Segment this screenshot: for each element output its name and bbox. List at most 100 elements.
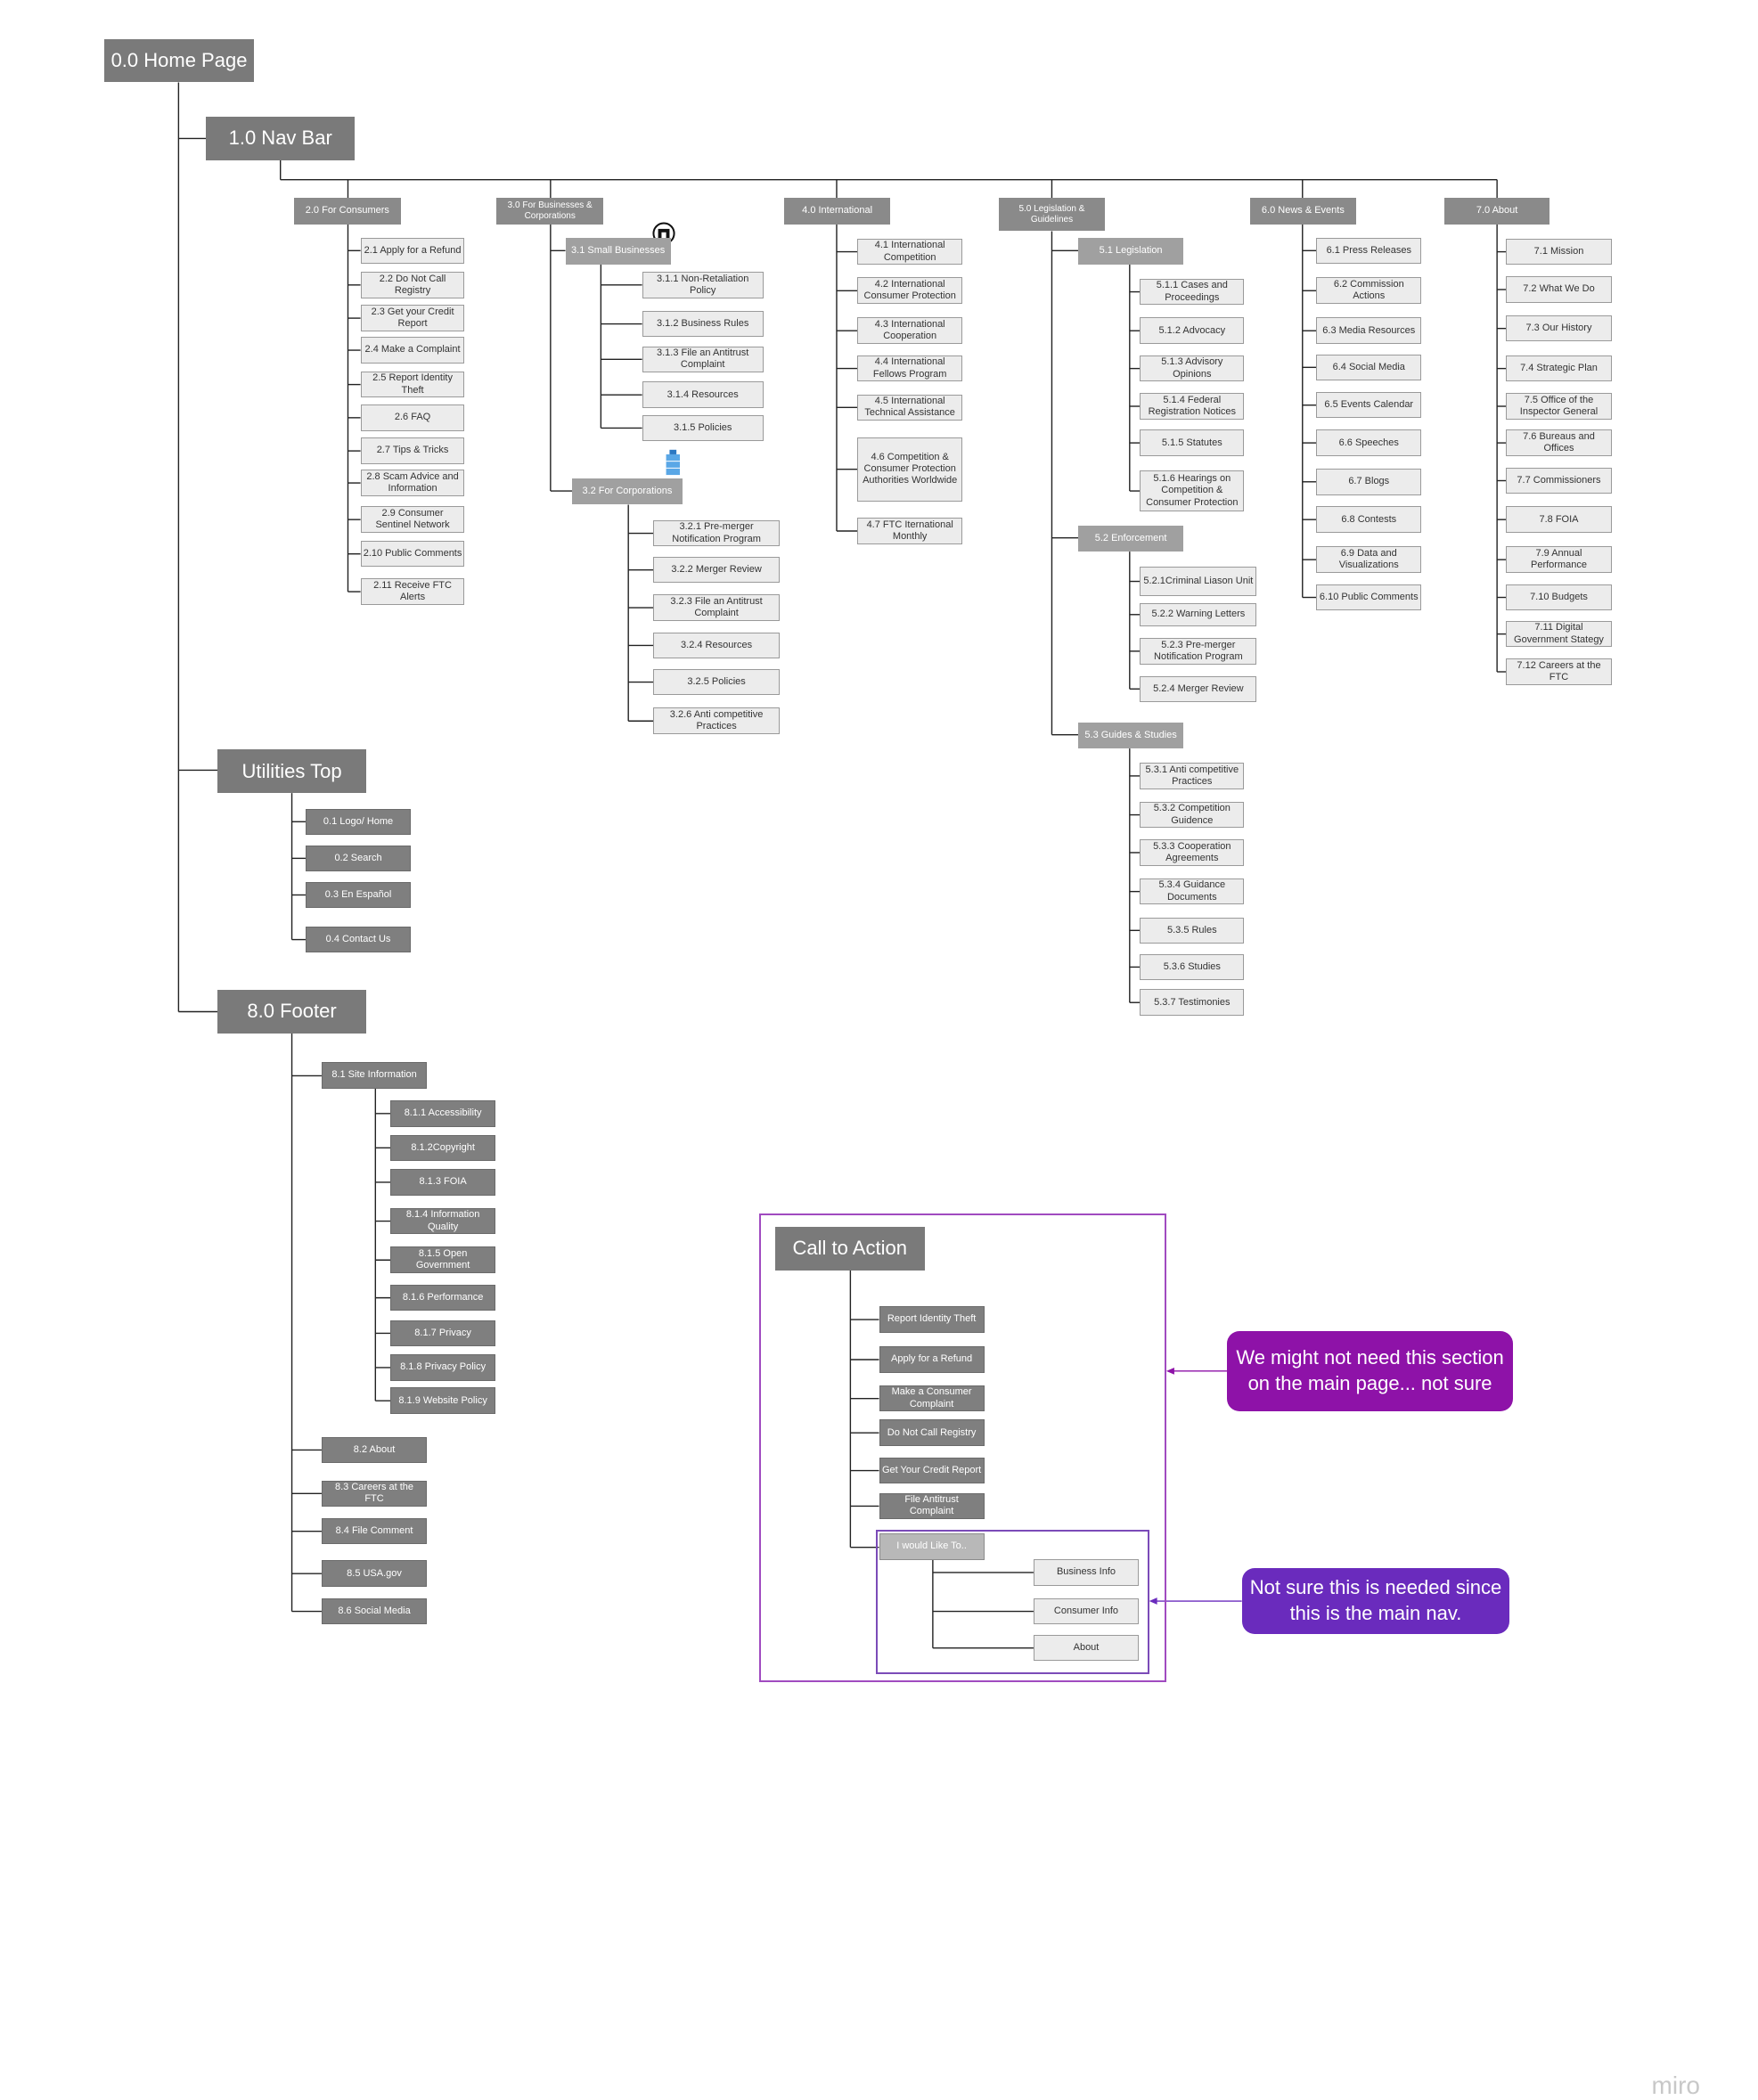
- site-info-item: 8.1.4 Information Quality: [390, 1207, 496, 1235]
- about-item-label: 7.9 Annual Performance: [1531, 547, 1587, 571]
- legislation-item: 5.1.1 Cases and Proceedings: [1140, 278, 1245, 306]
- comment-arrowhead: [1149, 1597, 1157, 1605]
- corporations-item-label: 3.2.6 Anti competitive Practices: [669, 709, 764, 732]
- cta-node: Call to Action: [774, 1226, 925, 1271]
- news-item: 6.8 Contests: [1316, 506, 1422, 533]
- category-legislation: 5.0 Legislation & Guidelines: [999, 198, 1105, 232]
- international-item-label: 4.2 International Consumer Protection: [863, 279, 956, 302]
- office-building-icon: [666, 449, 680, 476]
- utilities-item: 0.4 Contact Us: [305, 926, 412, 953]
- category-international: 4.0 International: [783, 198, 891, 225]
- utilities-node: Utilities Top: [217, 749, 367, 794]
- site-info-item-label: 8.1.5 Open Government: [415, 1248, 470, 1271]
- cta-item: Make a Consumer Complaint: [879, 1385, 985, 1412]
- comment-note-cta-text: We might not need this section on the ma…: [1236, 1346, 1504, 1394]
- subcategory-legislation: 5.1 Legislation: [1078, 238, 1184, 265]
- comment-note-cta: We might not need this section on the ma…: [1226, 1330, 1514, 1411]
- home-page-node: 0.0 Home Page: [103, 38, 255, 83]
- news-item-label: 6.9 Data and Visualizations: [1338, 547, 1399, 571]
- guides-item: 5.3.6 Studies: [1140, 953, 1245, 981]
- utilities-item: 0.1 Logo/ Home: [305, 808, 412, 836]
- about-item-label: 7.12 Careers at the FTC: [1517, 659, 1601, 682]
- enforcement-item-label: 5.2.1Criminal Liason Unit: [1143, 575, 1254, 586]
- small-business-item: 3.1.5 Policies: [642, 414, 764, 442]
- small-business-item-label: 3.1.3 File an Antitrust Complaint: [657, 347, 749, 371]
- about-item-label: 7.10 Budgets: [1530, 591, 1588, 602]
- connector-lines: [177, 82, 1507, 1649]
- small-business-item-label: 3.1.1 Non-Retaliation Policy: [657, 273, 749, 296]
- footer-item: 8.3 Careers at the FTC: [321, 1480, 428, 1508]
- subcategory-enforcement-label: 5.2 Enforcement: [1094, 532, 1167, 543]
- cta-item-label: Report Identity Theft: [887, 1313, 977, 1325]
- cta-item: Do Not Call Registry: [879, 1419, 985, 1446]
- legislation-item: 5.1.3 Advisory Opinions: [1140, 355, 1245, 382]
- news-item: 6.5 Events Calendar: [1316, 391, 1422, 419]
- consumers-item: 2.4 Make a Complaint: [360, 337, 465, 364]
- site-info-item-label: 8.1.6 Performance: [402, 1292, 484, 1303]
- site-info-item: 8.1.2Copyright: [390, 1134, 496, 1162]
- category-consumers: 2.0 For Consumers: [294, 198, 401, 225]
- news-item: 6.9 Data and Visualizations: [1316, 546, 1422, 573]
- news-item: 6.4 Social Media: [1316, 354, 1422, 381]
- international-item: 4.3 International Cooperation: [857, 317, 963, 344]
- guides-item-label: 5.3.4 Guidance Documents: [1158, 879, 1226, 903]
- category-international-label: 4.0 International: [802, 205, 873, 217]
- corporations-item-label: 3.2.1 Pre-merger Notification Program: [672, 521, 761, 544]
- site-info-item: 8.1.6 Performance: [390, 1284, 496, 1311]
- about-item: 7.12 Careers at the FTC: [1506, 658, 1612, 685]
- news-item-label: 6.6 Speeches: [1338, 437, 1399, 448]
- consumers-item: 2.11 Receive FTC Alerts: [360, 578, 465, 605]
- about-item-label: 7.1 Mission: [1533, 245, 1584, 257]
- news-item: 6.3 Media Resources: [1316, 317, 1422, 344]
- footer-item: 8.4 File Comment: [321, 1517, 428, 1545]
- corporations-item: 3.2.1 Pre-merger Notification Program: [653, 519, 780, 547]
- consumers-item-label: 2.1 Apply for a Refund: [364, 244, 462, 256]
- about-item: 7.6 Bureaus and Offices: [1506, 429, 1612, 456]
- small-business-item: 3.1.1 Non-Retaliation Policy: [642, 272, 764, 298]
- about-item: 7.7 Commissioners: [1506, 467, 1612, 494]
- news-item-label: 6.10 Public Comments: [1319, 591, 1419, 602]
- miro-watermark: miro: [1651, 2071, 1700, 2099]
- about-item: 7.1 Mission: [1506, 238, 1612, 266]
- cta-item: Apply for a Refund: [879, 1346, 985, 1373]
- site-info-item: 8.1.5 Open Government: [390, 1246, 496, 1273]
- site-info-item: 8.1.7 Privacy: [390, 1320, 496, 1347]
- site-info-item: 8.1.9 Website Policy: [390, 1387, 496, 1414]
- enforcement-item: 5.2.4 Merger Review: [1140, 675, 1257, 703]
- cta-item-label: Apply for a Refund: [891, 1353, 973, 1365]
- cta-item: File Antitrust Complaint: [879, 1492, 985, 1520]
- site-info-item-label: 8.1.1 Accessibility: [404, 1107, 482, 1119]
- about-item: 7.8 FOIA: [1506, 506, 1612, 533]
- utilities-item-label: 0.3 En Español: [324, 888, 392, 900]
- footer-item-label: 8.5 USA.gov: [347, 1567, 402, 1579]
- footer-item: 8.6 Social Media: [321, 1597, 428, 1625]
- footer-node-label: 8.0 Footer: [247, 1000, 337, 1023]
- enforcement-item-label: 5.2.4 Merger Review: [1153, 682, 1244, 694]
- guides-item: 5.3.2 Competition Guidence: [1140, 801, 1245, 829]
- comment-arrowhead: [1165, 1367, 1174, 1375]
- subcategory-corporations-label: 3.2 For Corporations: [582, 486, 673, 497]
- footer-item-label: 8.3 Careers at the FTC: [334, 1482, 414, 1505]
- footer-item-label: 8.4 File Comment: [335, 1525, 413, 1537]
- small-business-item-label: 3.1.5 Policies: [673, 421, 732, 433]
- consumers-item: 2.1 Apply for a Refund: [360, 237, 465, 265]
- corporations-item-label: 3.2.5 Policies: [687, 675, 746, 687]
- subcategory-guides: 5.3 Guides & Studies: [1078, 722, 1184, 749]
- corporations-item: 3.2.6 Anti competitive Practices: [653, 707, 780, 734]
- small-business-item: 3.1.3 File an Antitrust Complaint: [642, 346, 764, 373]
- cta-item-label: Do Not Call Registry: [887, 1426, 977, 1438]
- nav-bar-node: 1.0 Nav Bar: [206, 117, 356, 160]
- would-like-item-label: Consumer Info: [1053, 1605, 1119, 1616]
- cta-item-label: Get Your Credit Report: [881, 1464, 982, 1475]
- about-item-label: 7.7 Commissioners: [1517, 474, 1601, 486]
- enforcement-item: 5.2.3 Pre-merger Notification Program: [1140, 638, 1257, 665]
- site-info-item-label: 8.1.3 FOIA: [419, 1176, 467, 1188]
- about-item: 7.3 Our History: [1506, 315, 1612, 342]
- about-item-label: 7.3 Our History: [1525, 323, 1592, 334]
- guides-item-label: 5.3.5 Rules: [1166, 924, 1217, 936]
- comment-note-nav: Not sure this is needed since this is th…: [1241, 1567, 1510, 1635]
- guides-item-label: 5.3.3 Cooperation Agreements: [1153, 840, 1231, 863]
- utilities-item-label: 0.2 Search: [334, 852, 382, 863]
- news-item-label: 6.1 Press Releases: [1326, 244, 1411, 256]
- utilities-item-label: 0.1 Logo/ Home: [323, 815, 394, 827]
